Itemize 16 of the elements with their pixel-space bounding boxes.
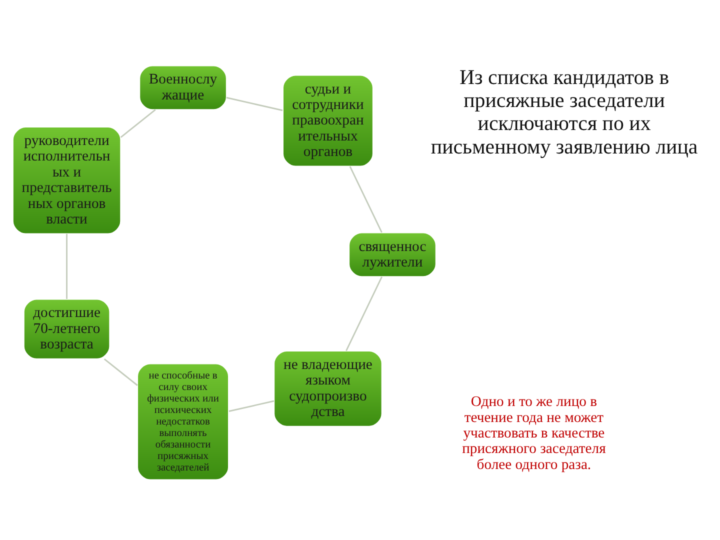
connector — [346, 276, 382, 351]
label: Из списка кандидатов в присяжные заседатели исключаются по их письменному заявлению лица — [430, 64, 698, 158]
connector — [66, 233, 68, 298]
connector — [349, 166, 382, 232]
node-box: не владеющие языком судопроизво дства — [274, 350, 382, 426]
node-box: достигшие 70-летнего возраста — [23, 298, 110, 359]
connector — [120, 108, 156, 138]
connector — [228, 400, 274, 412]
node-box: священнос лужители — [348, 232, 436, 277]
node-box: руководители исполнительн ых и представитель ных органов власти — [12, 126, 122, 234]
connector — [226, 96, 283, 111]
node-box: не способные в силу своих физических или психических недостатков выполнять обязанности присяжных заседателей — [137, 362, 230, 480]
node-box: судьи и сотрудники правоохран ительных органов — [282, 74, 374, 166]
connector — [104, 358, 138, 386]
node-box: Военнослу жащие — [139, 64, 227, 110]
label: Одно и то же лицо в течение года не может участвовать в качестве присяжного заседателя более одного раза. — [462, 394, 606, 472]
